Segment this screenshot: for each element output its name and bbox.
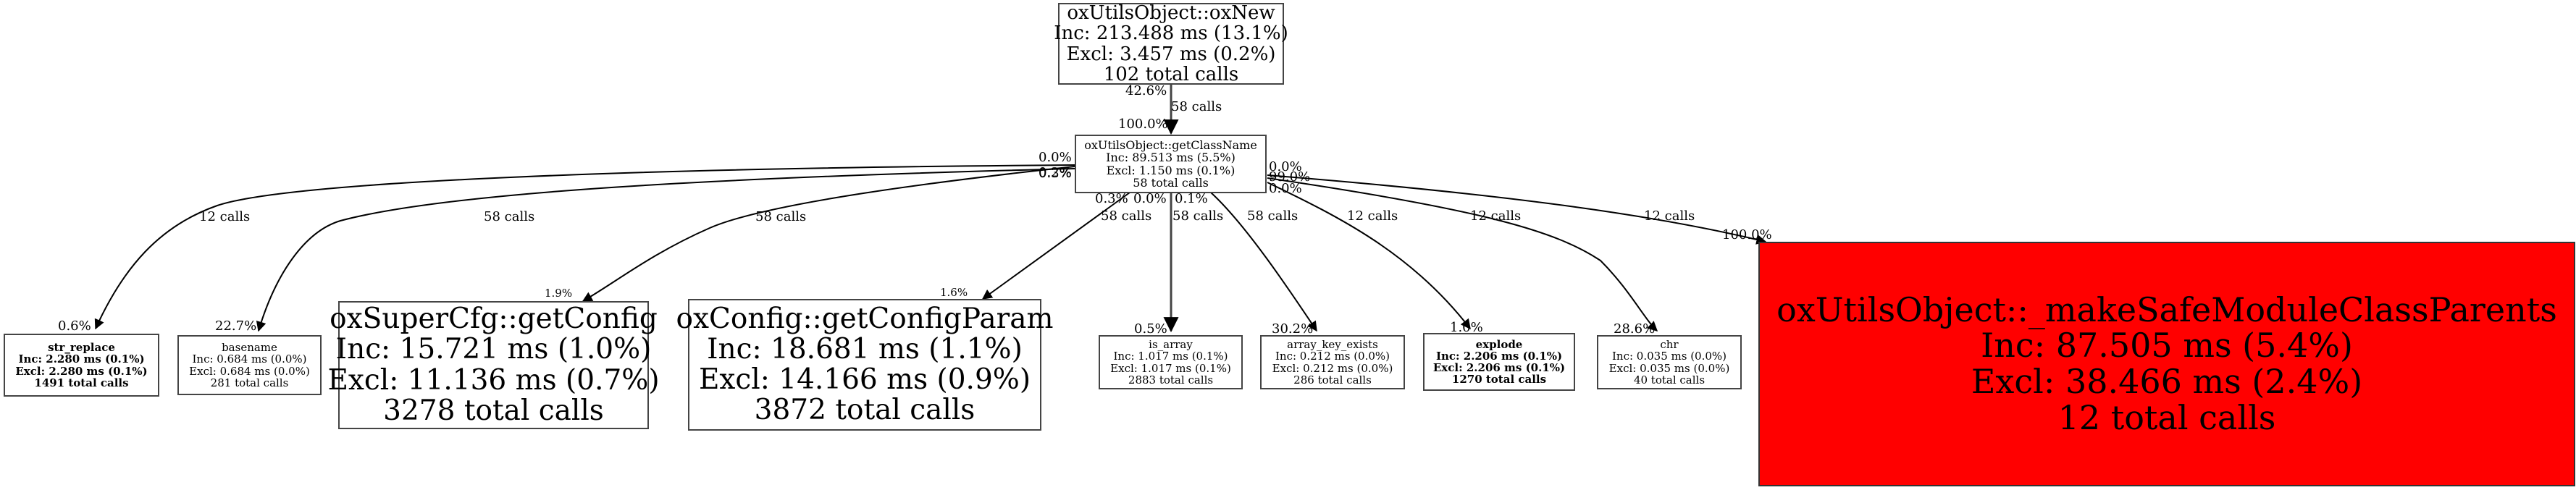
edge-tail-pct: 0.1% <box>1175 191 1208 206</box>
edge-tail-pct: 42.6% <box>1125 83 1167 98</box>
node-chr[interactable]: chr Inc: 0.035 ms (0.0%) Excl: 0.035 ms … <box>1597 335 1742 389</box>
node-calls: 3872 total calls <box>754 394 976 427</box>
node-inc: Inc: 18.681 ms (1.1%) <box>707 332 1023 366</box>
node-name: array_key_exists <box>1287 338 1378 352</box>
edge-tail-pct: 0.0% <box>1133 191 1167 206</box>
edge-tail-pct: 0.3% <box>1095 191 1128 206</box>
node-inc: Inc: 213.488 ms (13.1%) <box>1054 22 1288 45</box>
node-calls: 286 total calls <box>1293 373 1372 386</box>
edge-head-pct: 0.6% <box>58 318 91 334</box>
edge-calls-label: 58 calls <box>484 209 535 224</box>
node-calls: 3278 total calls <box>383 394 604 427</box>
edge-calls-label: 12 calls <box>1347 208 1398 224</box>
node-name: oxConfig::getConfigParam <box>676 302 1054 335</box>
edge-head-pct: 100.0% <box>1722 227 1772 242</box>
node-inc: Inc: 2.206 ms (0.1%) <box>1435 349 1563 363</box>
node-inc: Inc: 15.721 ms (1.0%) <box>335 333 652 366</box>
edge-head-pct: 1.6% <box>940 286 968 299</box>
edge-head-pct: 100.0% <box>1118 117 1168 132</box>
edge-getclassname-getconfigparam[interactable] <box>981 192 1130 300</box>
node-name: chr <box>1660 338 1679 352</box>
node-name: str_replace <box>48 341 115 355</box>
node-calls: 1270 total calls <box>1451 373 1547 386</box>
edge-head-pct: 30.2% <box>1272 321 1314 337</box>
node-name: explode <box>1475 337 1523 351</box>
node-calls: 2883 total calls <box>1128 373 1214 386</box>
edge-calls-label: 58 calls <box>1247 208 1299 224</box>
node-excl: Excl: 14.166 ms (0.9%) <box>698 363 1031 396</box>
node-name: oxUtilsObject::_makeSafeModuleClassParen… <box>1776 290 2557 329</box>
node-excl: Excl: 2.280 ms (0.1%) <box>15 364 148 378</box>
edge-tail-pct: 0.2% <box>1039 165 1072 180</box>
node-inc: Inc: 0.035 ms (0.0%) <box>1611 350 1727 363</box>
edge-tail-pct: 99.0% <box>1269 169 1311 185</box>
edge-getclassname-str_replace[interactable] <box>94 164 1075 330</box>
edge-calls-label: 58 calls <box>1171 99 1222 114</box>
node-name: is_array <box>1149 338 1193 352</box>
node-name: oxSuperCfg::getConfig <box>330 303 658 336</box>
node-excl: Excl: 2.206 ms (0.1%) <box>1432 361 1566 374</box>
edge-calls-label: 12 calls <box>1470 208 1522 224</box>
edge-getclassname-basename[interactable] <box>256 168 1075 332</box>
edge-calls-label: 58 calls <box>755 209 807 224</box>
node-is_array[interactable]: is_array Inc: 1.017 ms (0.1%) Excl: 1.01… <box>1099 335 1243 389</box>
node-excl: Excl: 1.017 ms (0.1%) <box>1110 361 1231 375</box>
edge-calls-label: 12 calls <box>199 209 251 224</box>
edge-tail-pct: 0.0% <box>1269 159 1302 174</box>
edge-head-pct: 1.0% <box>1450 320 1483 335</box>
edge-calls-label: 58 calls <box>1101 208 1152 224</box>
node-excl: Excl: 0.684 ms (0.0%) <box>189 364 310 378</box>
node-str_replace[interactable]: str_replace Inc: 2.280 ms (0.1%) Excl: 2… <box>4 334 159 397</box>
node-makesafe[interactable]: oxUtilsObject::_makeSafeModuleClassParen… <box>1758 242 2575 486</box>
node-excl: Excl: 0.212 ms (0.0%) <box>1272 361 1393 375</box>
edge-calls-label: 58 calls <box>1172 208 1224 224</box>
node-name: basename <box>222 341 277 355</box>
node-name: oxUtilsObject::oxNew <box>1067 2 1275 25</box>
node-calls: 102 total calls <box>1103 63 1239 85</box>
node-excl: Excl: 0.035 ms (0.0%) <box>1608 361 1730 375</box>
edge-getclassname-array_key_exists[interactable] <box>1210 192 1317 332</box>
edge-calls-label: 12 calls <box>1644 208 1695 224</box>
node-inc: Inc: 0.684 ms (0.0%) <box>192 352 307 366</box>
edge-getclassname-chr[interactable] <box>1267 177 1658 331</box>
node-name: oxUtilsObject::getClassName <box>1084 138 1257 152</box>
node-inc: Inc: 2.280 ms (0.1%) <box>18 352 145 366</box>
edge-getclassname-getconfig[interactable] <box>582 166 1075 302</box>
node-calls: 1491 total calls <box>34 376 129 389</box>
edge-head-pct: 0.5% <box>1134 321 1167 337</box>
node-excl: Excl: 1.150 ms (0.1%) <box>1106 163 1235 177</box>
node-getclassname[interactable]: oxUtilsObject::getClassName Inc: 89.513 … <box>1075 135 1267 193</box>
node-inc: Inc: 87.505 ms (5.4%) <box>1981 326 2353 366</box>
node-calls: 58 total calls <box>1133 175 1209 190</box>
node-calls: 40 total calls <box>1633 373 1706 386</box>
node-explode[interactable]: explode Inc: 2.206 ms (0.1%) Excl: 2.206… <box>1423 333 1575 391</box>
node-inc: Inc: 0.212 ms (0.0%) <box>1275 350 1390 363</box>
node-oxnew[interactable]: oxUtilsObject::oxNew Inc: 213.488 ms (13… <box>1054 2 1288 85</box>
edge-getclassname-makesafe[interactable] <box>1267 174 1767 245</box>
node-getconfigparam[interactable]: oxConfig::getConfigParam Inc: 18.681 ms … <box>676 299 1053 431</box>
node-basename[interactable]: basename Inc: 0.684 ms (0.0%) Excl: 0.68… <box>177 335 322 395</box>
node-array_key_exists[interactable]: array_key_exists Inc: 0.212 ms (0.0%) Ex… <box>1260 335 1405 389</box>
edge-head-pct: 28.6% <box>1614 321 1656 337</box>
node-excl: Excl: 11.136 ms (0.7%) <box>327 363 660 397</box>
edge-tail-pct: 0.3% <box>1039 166 1072 181</box>
edge-head-pct: 22.7% <box>215 318 257 334</box>
edge-tail-pct: 0.0% <box>1269 181 1302 196</box>
node-inc: Inc: 1.017 ms (0.1%) <box>1113 350 1228 363</box>
edge-head-pct: 1.9% <box>545 287 573 300</box>
node-calls: 12 total calls <box>2057 397 2276 437</box>
node-calls: 281 total calls <box>210 376 289 389</box>
edge-tail-pct: 0.0% <box>1039 150 1072 165</box>
node-excl: Excl: 3.457 ms (0.2%) <box>1066 43 1276 65</box>
edge-getclassname-explode[interactable] <box>1267 182 1471 330</box>
node-excl: Excl: 38.466 ms (2.4%) <box>1971 362 2363 401</box>
node-inc: Inc: 89.513 ms (5.5%) <box>1106 151 1235 165</box>
node-getconfig[interactable]: oxSuperCfg::getConfig Inc: 15.721 ms (1.… <box>327 301 660 429</box>
